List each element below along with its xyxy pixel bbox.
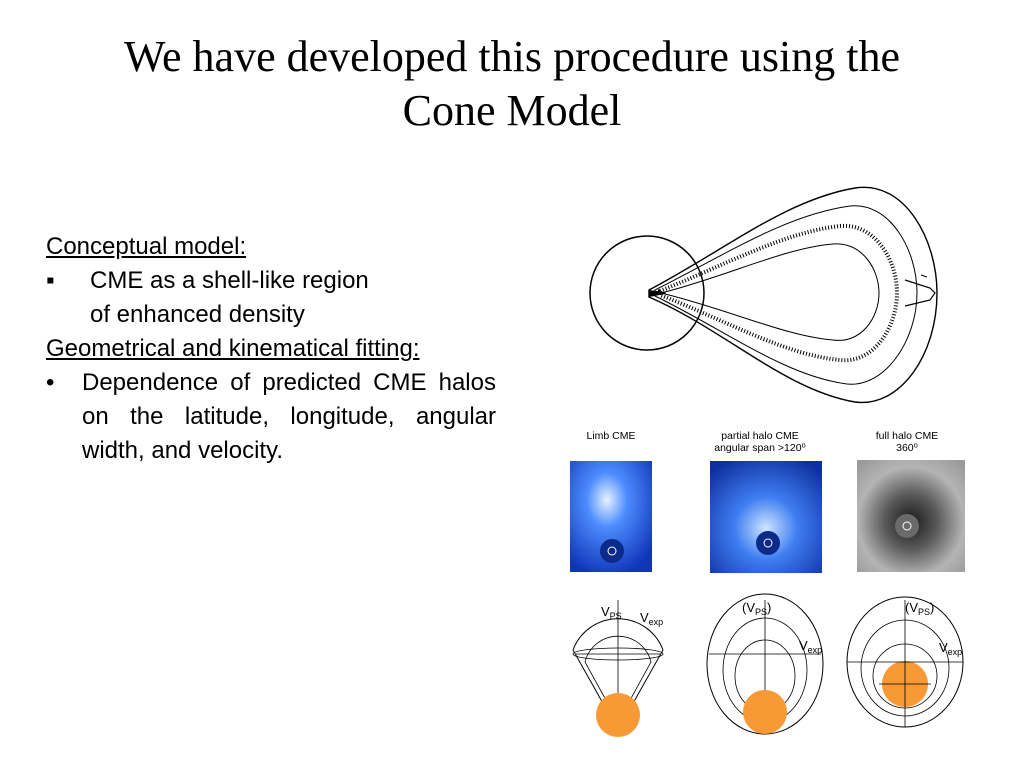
square-bullet-icon: ▪ xyxy=(46,267,55,294)
cone-apex xyxy=(649,290,665,297)
slide-title: We have developed this procedure using t… xyxy=(0,30,1024,138)
cone-inner-shell-1 xyxy=(654,205,918,385)
geometry-diagram-full: (VPS) Vexp xyxy=(846,596,964,728)
label-vexp: Vexp xyxy=(640,610,663,627)
heading-conceptual-model: Conceptual model: xyxy=(46,233,247,260)
caption-partial-line2: angular span >120⁰ xyxy=(714,442,806,454)
geometry-diagram-limb: VPS Vexp xyxy=(572,600,664,737)
label-vexp: Vexp xyxy=(939,640,962,657)
title-line-2: Cone Model xyxy=(402,86,622,135)
cone-inner-shell-2 xyxy=(664,243,880,341)
caption-partial-line1: partial halo CME xyxy=(721,430,799,442)
tick-mark xyxy=(920,274,928,278)
bullet1-line2: of enhanced density xyxy=(90,301,305,328)
sun-orange xyxy=(596,693,640,737)
text-block: Conceptual model: ▪ CME as a shell-like … xyxy=(46,230,496,468)
bullet1-line1: CME as a shell-like region xyxy=(90,267,369,294)
bullet2-text: Dependence of predicted CME halos on the… xyxy=(82,369,496,464)
heading-geometrical-fitting: Geometrical and kinematical fitting: xyxy=(46,335,420,362)
cone-model-diagram xyxy=(589,186,938,404)
image-limb-cme xyxy=(570,461,652,572)
sun-disk xyxy=(589,235,705,351)
dot-bullet-icon: • xyxy=(46,369,55,396)
image-partial-halo xyxy=(710,461,822,573)
title-line-1: We have developed this procedure using t… xyxy=(124,32,900,81)
image-full-halo xyxy=(857,460,965,572)
bullet-shell-region: ▪ CME as a shell-like region xyxy=(46,264,496,298)
label-vps: (VPS) xyxy=(742,600,771,617)
geometry-diagram-partial: (VPS) Vexp xyxy=(706,593,824,735)
bullet-dependence: • Dependence of predicted CME halos on t… xyxy=(46,366,496,468)
label-vexp: Vexp xyxy=(799,638,822,655)
caption-full-line1: full halo CME xyxy=(875,430,939,442)
caption-full-halo: full halo CME 360⁰ xyxy=(847,430,967,454)
sun-orange xyxy=(743,690,787,734)
label-vps: VPS xyxy=(601,604,622,621)
cone-dense-shell xyxy=(658,223,900,363)
caption-limb-cme: Limb CME xyxy=(551,430,671,442)
shock-front xyxy=(904,279,936,307)
caption-full-line2: 360⁰ xyxy=(896,442,918,454)
caption-partial-halo: partial halo CME angular span >120⁰ xyxy=(700,430,820,454)
caption-limb-line1: Limb CME xyxy=(586,430,636,442)
cone-outer-shell xyxy=(648,186,938,404)
label-vps: (VPS) xyxy=(905,600,934,617)
